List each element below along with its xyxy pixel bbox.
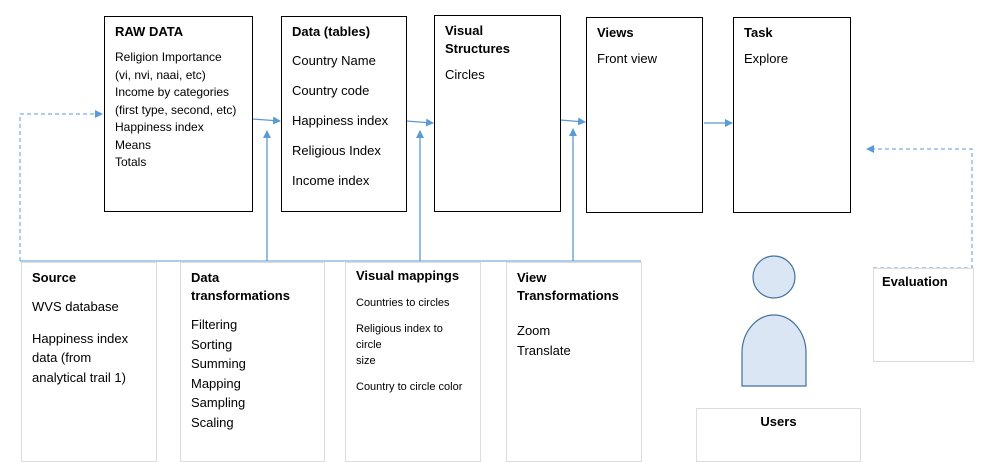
visual-mappings-item-line: Religious index to circle xyxy=(356,323,443,351)
source-line: WVS database xyxy=(32,299,119,314)
arrow-tables-to-structures xyxy=(405,118,434,127)
data-tables-line: Religious Index xyxy=(292,143,381,158)
visual-structures-line: Circles xyxy=(445,67,485,82)
view-transformations-line: Translate xyxy=(517,342,571,358)
raw-data-title: RAW DATA xyxy=(115,24,184,39)
view-transformations-title: View Transformations xyxy=(517,269,631,305)
data-tables-line: Country code xyxy=(292,83,370,98)
arrow-structures-to-views xyxy=(559,117,586,126)
evaluation-box: Evaluation xyxy=(873,268,974,362)
view-transformations-line: Zoom xyxy=(517,323,551,338)
visual-mappings-box: Visual mappings Countries to circles Rel… xyxy=(345,262,481,462)
data-transformations-line: Scaling xyxy=(191,414,234,430)
evaluation-title: Evaluation xyxy=(882,274,948,289)
raw-data-box: RAW DATA Religion Importance (vi, nvi, n… xyxy=(104,16,253,212)
data-transformations-line: Sampling xyxy=(191,395,246,410)
raw-data-line: Means xyxy=(115,137,152,152)
task-title: Task xyxy=(744,25,773,40)
data-transformations-title-line: transformations xyxy=(191,288,290,303)
raw-data-line: Happiness index xyxy=(115,120,204,134)
data-transformations-line: Mapping xyxy=(191,375,241,391)
evaluation-dashed-connector xyxy=(866,145,973,269)
users-box: Users xyxy=(696,408,861,462)
visual-mappings-title: Visual mappings xyxy=(356,268,460,283)
views-line: Front view xyxy=(597,51,657,66)
data-transformations-line: Summing xyxy=(191,356,246,371)
data-transformations-line: Filtering xyxy=(191,317,238,332)
view-transformations-title-line: View xyxy=(517,270,547,285)
data-tables-box: Data (tables) Country Name Country code … xyxy=(281,16,407,212)
views-title: Views xyxy=(597,25,634,40)
visual-structures-title: Visual Structures xyxy=(445,23,511,56)
data-tables-line: Income index xyxy=(292,173,370,188)
task-box: Task Explore xyxy=(733,17,851,213)
visual-mappings-item: Countries to circles xyxy=(356,297,450,309)
data-tables-line: Happiness index xyxy=(292,113,389,128)
source-line: Happiness index xyxy=(32,330,129,346)
raw-data-line: (vi, nvi, naai, etc) xyxy=(115,67,206,82)
source-box: Source WVS database Happiness index data… xyxy=(21,262,157,462)
task-line: Explore xyxy=(744,51,789,66)
data-tables-title: Data (tables) xyxy=(292,24,371,39)
users-title: Users xyxy=(760,414,797,429)
source-title: Source xyxy=(32,270,77,285)
visual-mappings-item: Religious index to circle size xyxy=(356,321,470,369)
source-line: data (from xyxy=(32,350,92,365)
data-transformations-title: Data transformations xyxy=(191,269,314,305)
arrow-raw-to-tables xyxy=(251,116,281,125)
raw-data-line: Totals xyxy=(115,155,147,169)
visual-mappings-item: Country to circle color xyxy=(356,381,463,393)
data-transformations-box: Data transformations Filtering Sorting S… xyxy=(180,262,325,462)
raw-data-line: (first type, second, etc) xyxy=(115,102,237,117)
source-dashed-connector xyxy=(19,110,103,261)
user-icon xyxy=(741,255,807,387)
view-transformations-title-line: Transformations xyxy=(517,288,619,303)
data-transformations-line: Sorting xyxy=(191,336,233,352)
visual-mappings-item-line: size xyxy=(356,355,376,367)
visual-structures-box: Visual Structures Circles xyxy=(434,15,561,212)
raw-data-line: Religion Importance xyxy=(115,50,222,64)
source-line: analytical trail 1) xyxy=(32,369,126,385)
views-box: Views Front view xyxy=(586,17,703,213)
view-transformations-box: View Transformations Zoom Translate xyxy=(506,262,642,462)
data-tables-line: Country Name xyxy=(292,53,376,68)
raw-data-line: Income by categories xyxy=(115,85,230,99)
data-transformations-title-line: Data xyxy=(191,270,220,285)
